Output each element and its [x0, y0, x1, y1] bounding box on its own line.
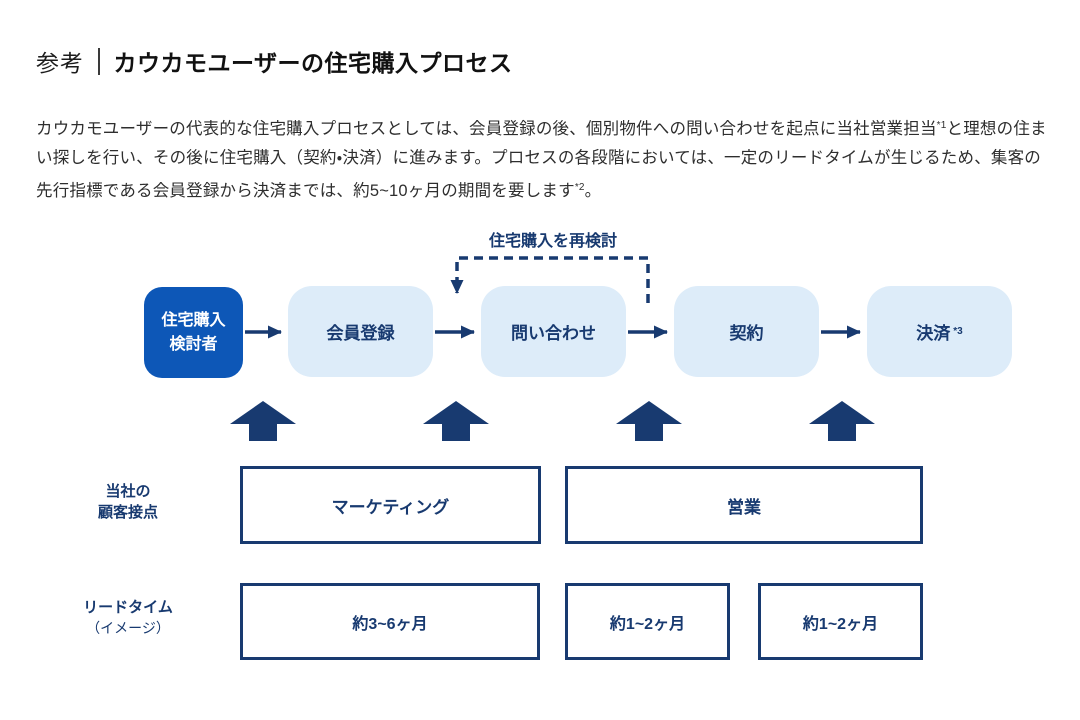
description-text-2: と理想の住まい探しを行い、その後に住宅購入（契約・決済）に進みます。プロセスの各… — [36, 120, 1047, 200]
flow-node-inquiry: 問い合わせ — [481, 286, 626, 377]
flow-node-settlement: 決済*3 — [867, 286, 1012, 377]
start-node-label: 住宅購入検討者 — [161, 311, 226, 353]
up-arrow-icon — [230, 401, 296, 441]
up-arrow-icon — [616, 401, 682, 441]
touchpoint-box-marketing: マーケティング — [240, 466, 541, 544]
leadtime-box-2: 約1~2ヶ月 — [565, 583, 730, 660]
title-divider — [98, 47, 100, 75]
footnote-ref-3: *3 — [953, 326, 963, 337]
leadtime-box-1: 約3~6ヶ月 — [240, 583, 540, 660]
leadtime-row-label: リードタイム （イメージ） — [83, 599, 173, 636]
description-text-3: 。 — [584, 182, 602, 200]
up-arrow-icon — [423, 401, 489, 441]
description-text-1: カウカモユーザーの代表的な住宅購入プロセスとしては、会員登録の後、個別物件への問… — [36, 120, 937, 138]
up-arrow-icon — [809, 401, 875, 441]
flow-node-contract: 契約 — [674, 286, 819, 377]
leadtime-box-3: 約1~2ヶ月 — [758, 583, 923, 660]
footnote-ref-1: *1 — [936, 120, 947, 131]
slide-header: 参考 カウカモユーザーの住宅購入プロセス — [36, 44, 513, 78]
page-title: カウカモユーザーの住宅購入プロセス — [113, 50, 513, 76]
touchpoint-box-sales: 営業 — [565, 466, 923, 544]
touchpoint-row-label: 当社の 顧客接点 — [97, 483, 158, 521]
flow-node-start: 住宅購入検討者 — [144, 287, 243, 378]
footnote-ref-2: *2 — [574, 182, 585, 193]
page-label: 参考 — [36, 50, 84, 76]
description-paragraph: カウカモユーザーの代表的な住宅購入プロセスとしては、会員登録の後、個別物件への問… — [36, 111, 1050, 206]
loop-label: 住宅購入を再検討 — [488, 233, 617, 250]
flow-node-registration: 会員登録 — [288, 286, 433, 377]
